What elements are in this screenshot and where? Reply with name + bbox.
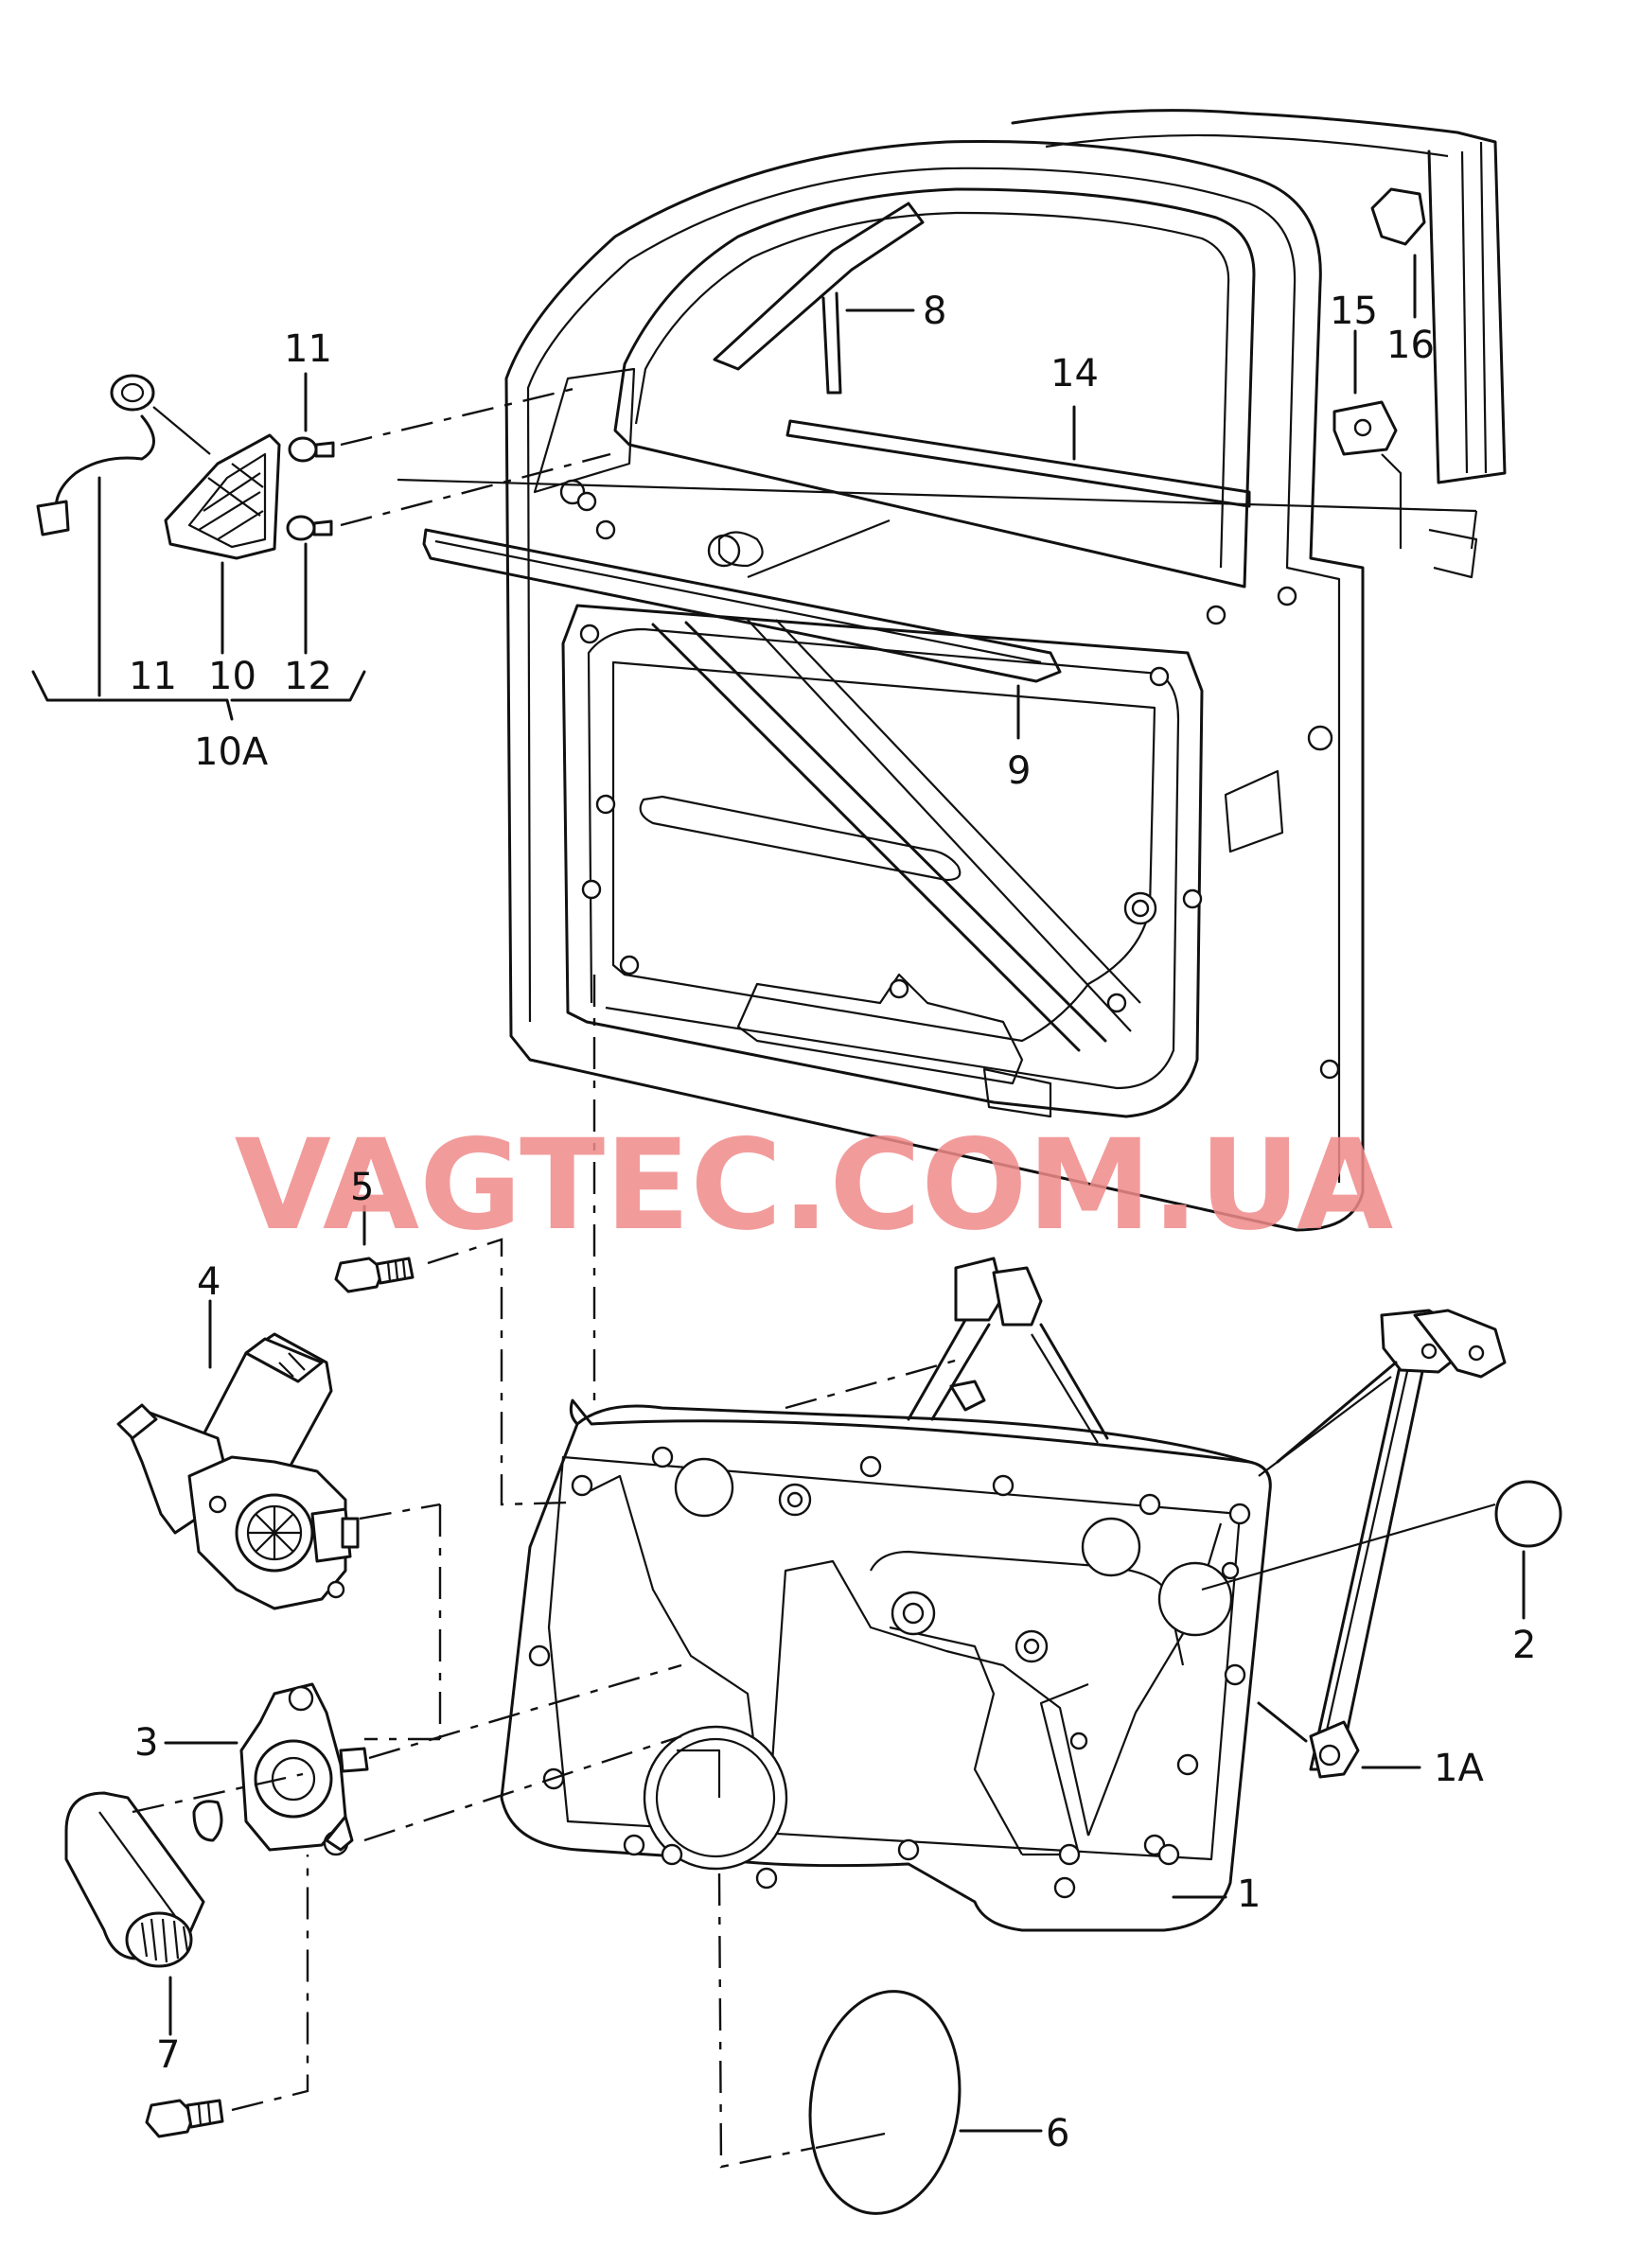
part-7-crank-handle [64, 1772, 304, 2036]
label-4: 4 [197, 1260, 221, 1304]
part-2-plug [1201, 1480, 1562, 1620]
label-10-group: 10 [208, 655, 256, 698]
part-11-nut [288, 436, 335, 463]
label-2: 2 [1512, 1624, 1536, 1667]
part-6-cover-foil [717, 1872, 1043, 2215]
part-12-nut [286, 515, 333, 541]
label-1: 1 [1237, 1872, 1261, 1916]
label-11-top: 11 [284, 327, 332, 371]
label-9: 9 [1007, 749, 1031, 793]
part-5-bolt [334, 1204, 569, 1506]
part-16-clip [1370, 187, 1426, 319]
part-3-crank-housing [164, 1663, 682, 1856]
label-7: 7 [156, 2033, 180, 2077]
label-3: 3 [134, 1721, 158, 1765]
part-15-clip [1332, 329, 1478, 579]
label-16: 16 [1386, 324, 1435, 367]
watermark: VAGTEC.COM.UA [235, 1113, 1393, 1258]
part-4-window-motor [116, 1299, 442, 1739]
label-5: 5 [350, 1166, 374, 1209]
label-14: 14 [1050, 352, 1099, 396]
part-1a-window-regulator [785, 1257, 1507, 1779]
part-7-lower-bolt [145, 1855, 309, 2138]
label-15: 15 [1330, 290, 1378, 333]
part-8-glass-guide [713, 202, 925, 395]
label-6: 6 [1046, 2112, 1069, 2155]
part-9-inner-seal [422, 528, 1062, 740]
label-8: 8 [923, 290, 946, 333]
part-14-window-seal [785, 405, 1251, 508]
label-12-group: 12 [284, 655, 332, 698]
label-10a: 10A [194, 730, 269, 774]
door-shell [504, 109, 1507, 1232]
part-1-door-module-panel [500, 1398, 1272, 1932]
label-11-group: 11 [129, 655, 177, 698]
label-1a: 1A [1434, 1747, 1484, 1790]
part-10-mirror-trim [36, 374, 281, 560]
